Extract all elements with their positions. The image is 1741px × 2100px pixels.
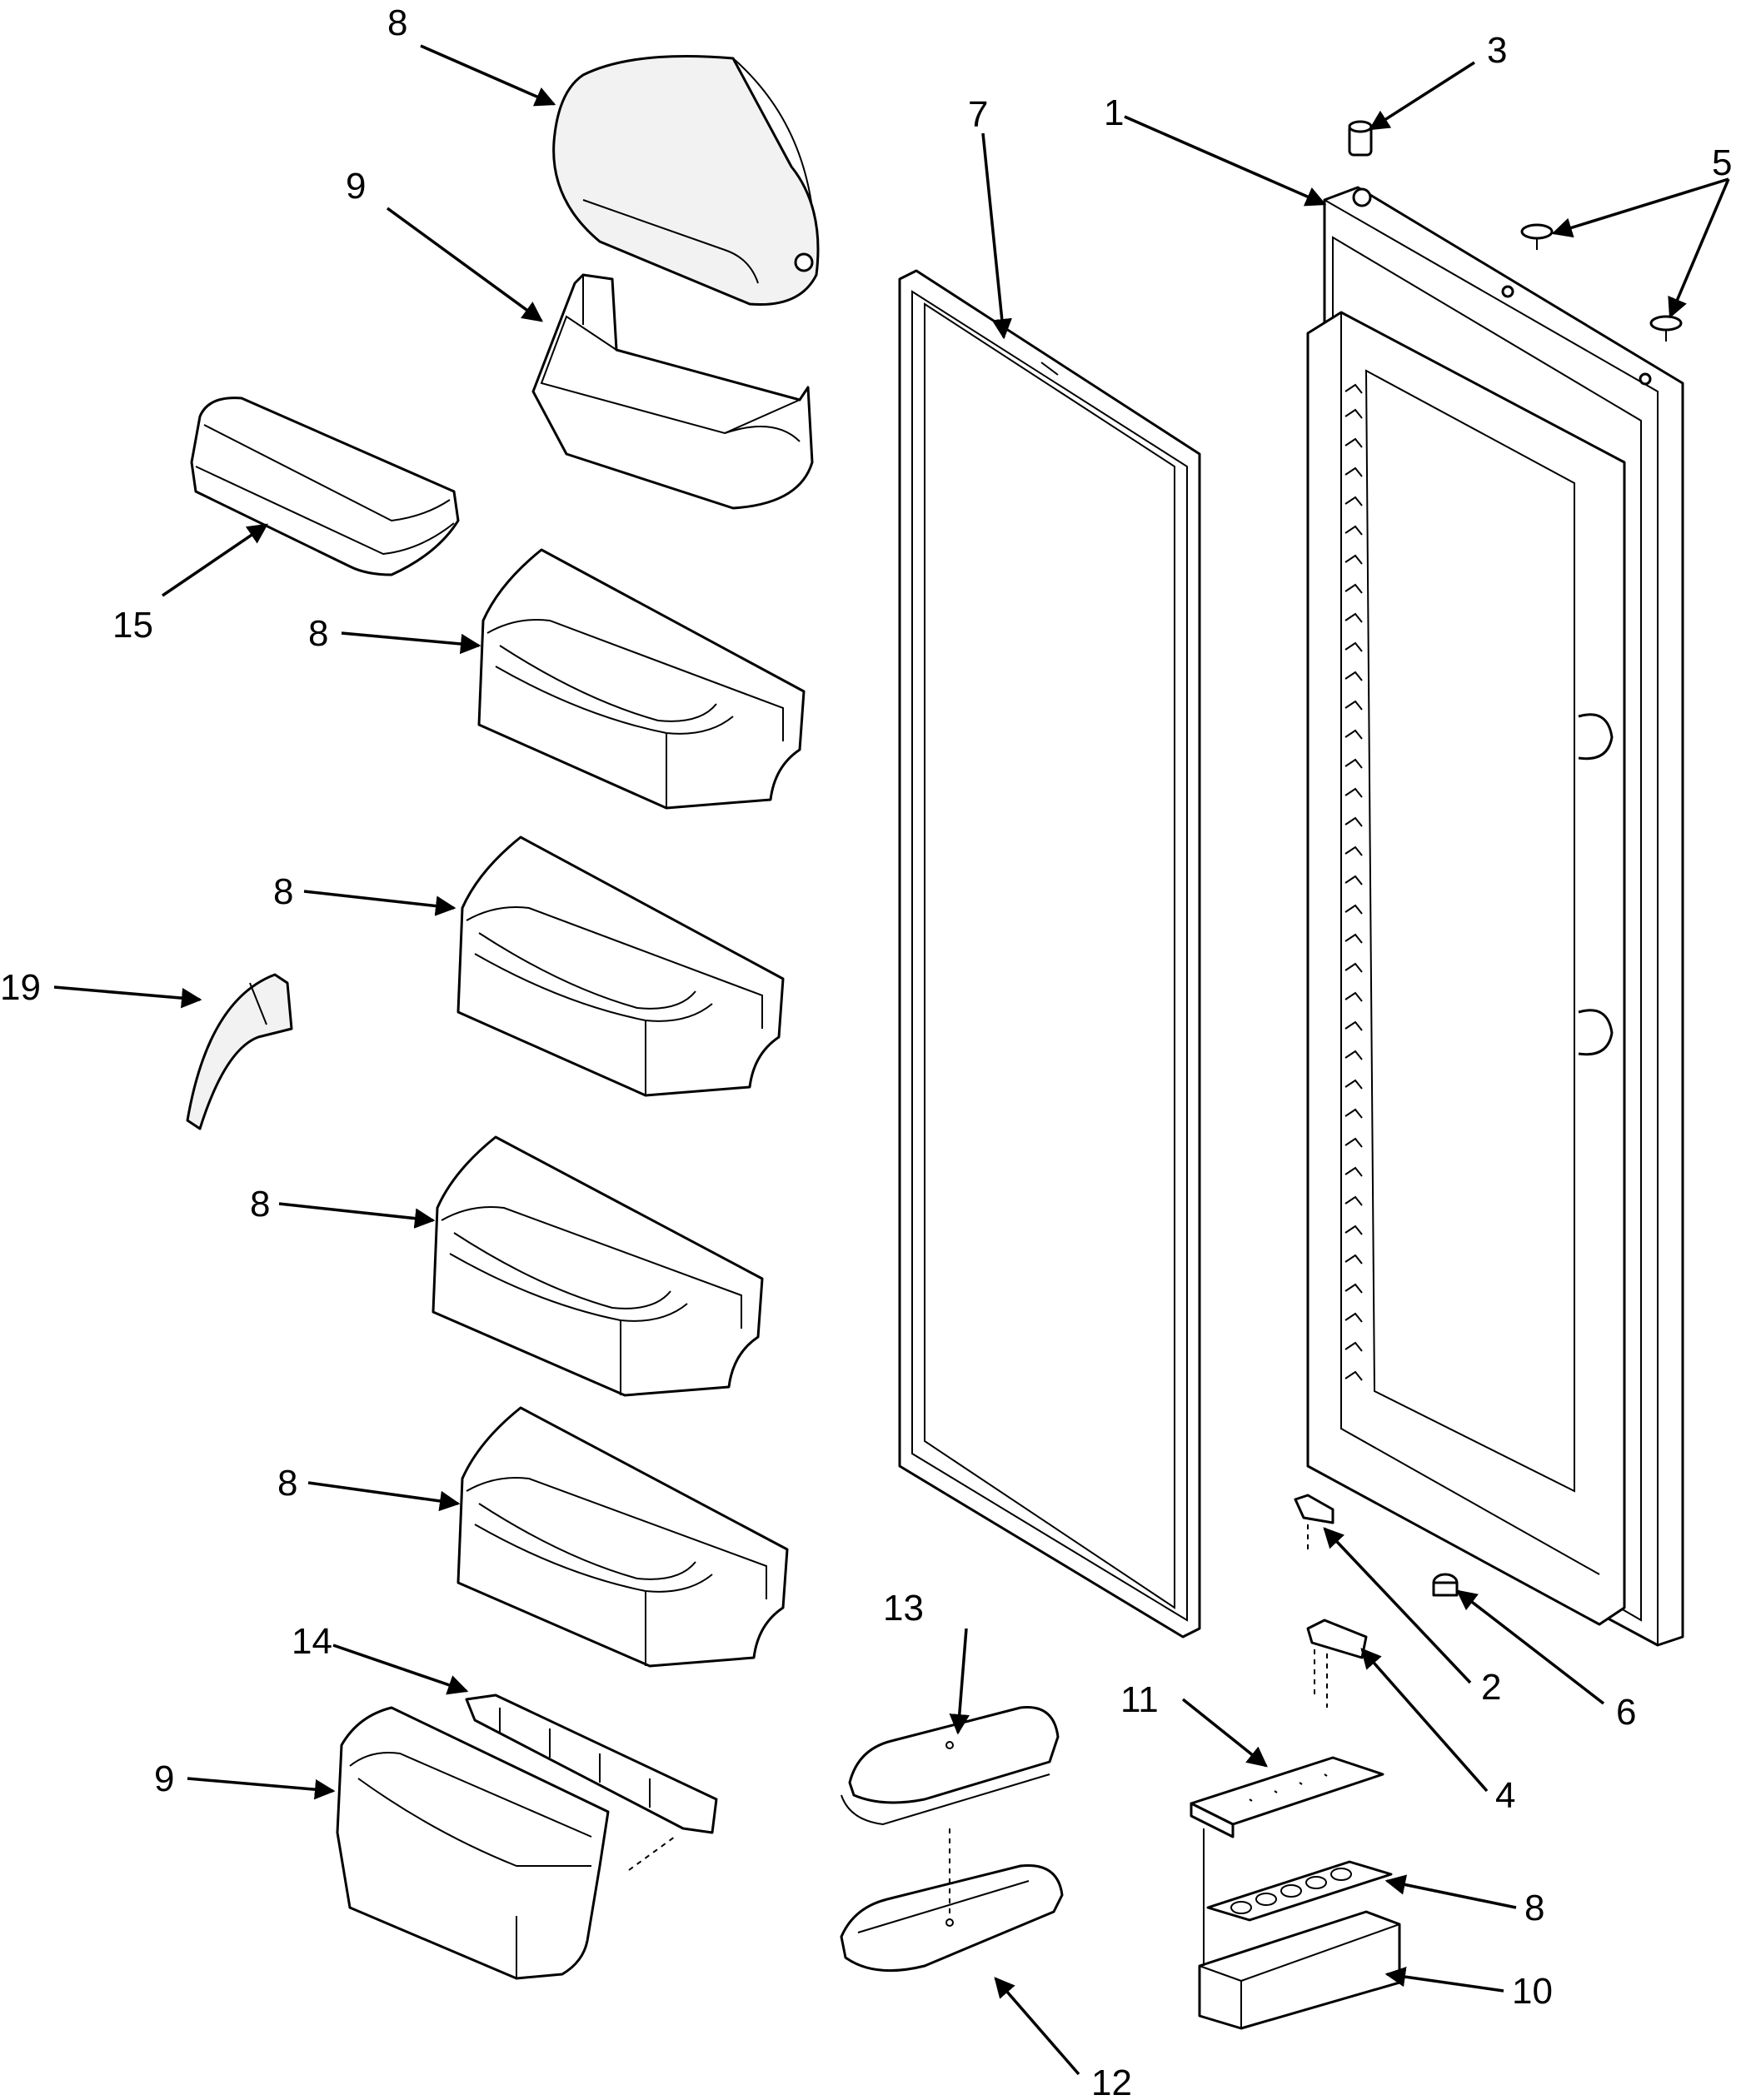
callout-9: 9 bbox=[154, 1758, 174, 1799]
callout-8-c: 8 bbox=[250, 1184, 270, 1225]
callout-8-d: 8 bbox=[277, 1463, 297, 1504]
callout-4: 4 bbox=[1495, 1775, 1515, 1816]
bin-rail-part-17 bbox=[465, 1693, 718, 1871]
shelf-tray-part-18 bbox=[190, 397, 460, 576]
shelf-support-clips bbox=[1344, 383, 1363, 1381]
callout-6: 6 bbox=[1616, 1692, 1636, 1733]
callout-15: 12 bbox=[1091, 2063, 1132, 2100]
callout-3: 3 bbox=[1487, 30, 1507, 71]
dairy-bin-part-12 bbox=[531, 273, 814, 510]
callout-8-b: 8 bbox=[273, 871, 293, 912]
egg-cover-part-14 bbox=[1190, 1756, 1384, 1838]
callout-11: 8 bbox=[387, 2, 407, 43]
callout-17: 14 bbox=[292, 1621, 332, 1662]
door-bin-part-8-c bbox=[432, 1135, 764, 1397]
door-gasket-part-7 bbox=[898, 269, 1201, 1639]
hole-plug-part-5-a bbox=[1520, 223, 1554, 250]
callout-12: 9 bbox=[346, 166, 366, 207]
bushing-part-6 bbox=[1432, 1573, 1459, 1597]
hinge-bracket-part-2 bbox=[1294, 1494, 1334, 1549]
dairy-cover-part-11 bbox=[552, 55, 820, 307]
butter-cover-part-16 bbox=[841, 1705, 1060, 1826]
callout-1: 1 bbox=[1104, 92, 1124, 133]
callout-18: 15 bbox=[112, 605, 153, 646]
callout-13: 10 bbox=[1512, 1971, 1553, 2012]
door-assembly-part-1 bbox=[1306, 186, 1684, 1647]
door-bin-part-8-a bbox=[477, 548, 806, 810]
callout-2: 2 bbox=[1481, 1667, 1501, 1708]
leader-lines bbox=[53, 44, 1730, 2076]
door-bin-part-8-d bbox=[456, 1406, 789, 1668]
hinge-plate-part-4 bbox=[1306, 1619, 1368, 1708]
callout-16: 13 bbox=[883, 1588, 924, 1629]
clip-part-19 bbox=[186, 973, 293, 1130]
egg-bin-part-13 bbox=[1198, 1828, 1401, 2030]
egg-tray-part-10 bbox=[1206, 1860, 1393, 1922]
callout-19: 19 bbox=[0, 967, 41, 1008]
hinge-bushing-part-3 bbox=[1348, 120, 1373, 157]
callout-8-a: 8 bbox=[308, 613, 328, 654]
door-bin-part-8-b bbox=[456, 836, 785, 1097]
callout-5: 5 bbox=[1712, 142, 1732, 183]
callout-7: 7 bbox=[968, 94, 988, 135]
deep-bin-part-9 bbox=[336, 1706, 610, 1980]
butter-tray-part-15 bbox=[840, 1828, 1064, 1973]
callout-14: 11 bbox=[1120, 1679, 1159, 1720]
callout-10: 8 bbox=[1524, 1888, 1544, 1928]
hole-plug-part-5-b bbox=[1649, 315, 1683, 342]
